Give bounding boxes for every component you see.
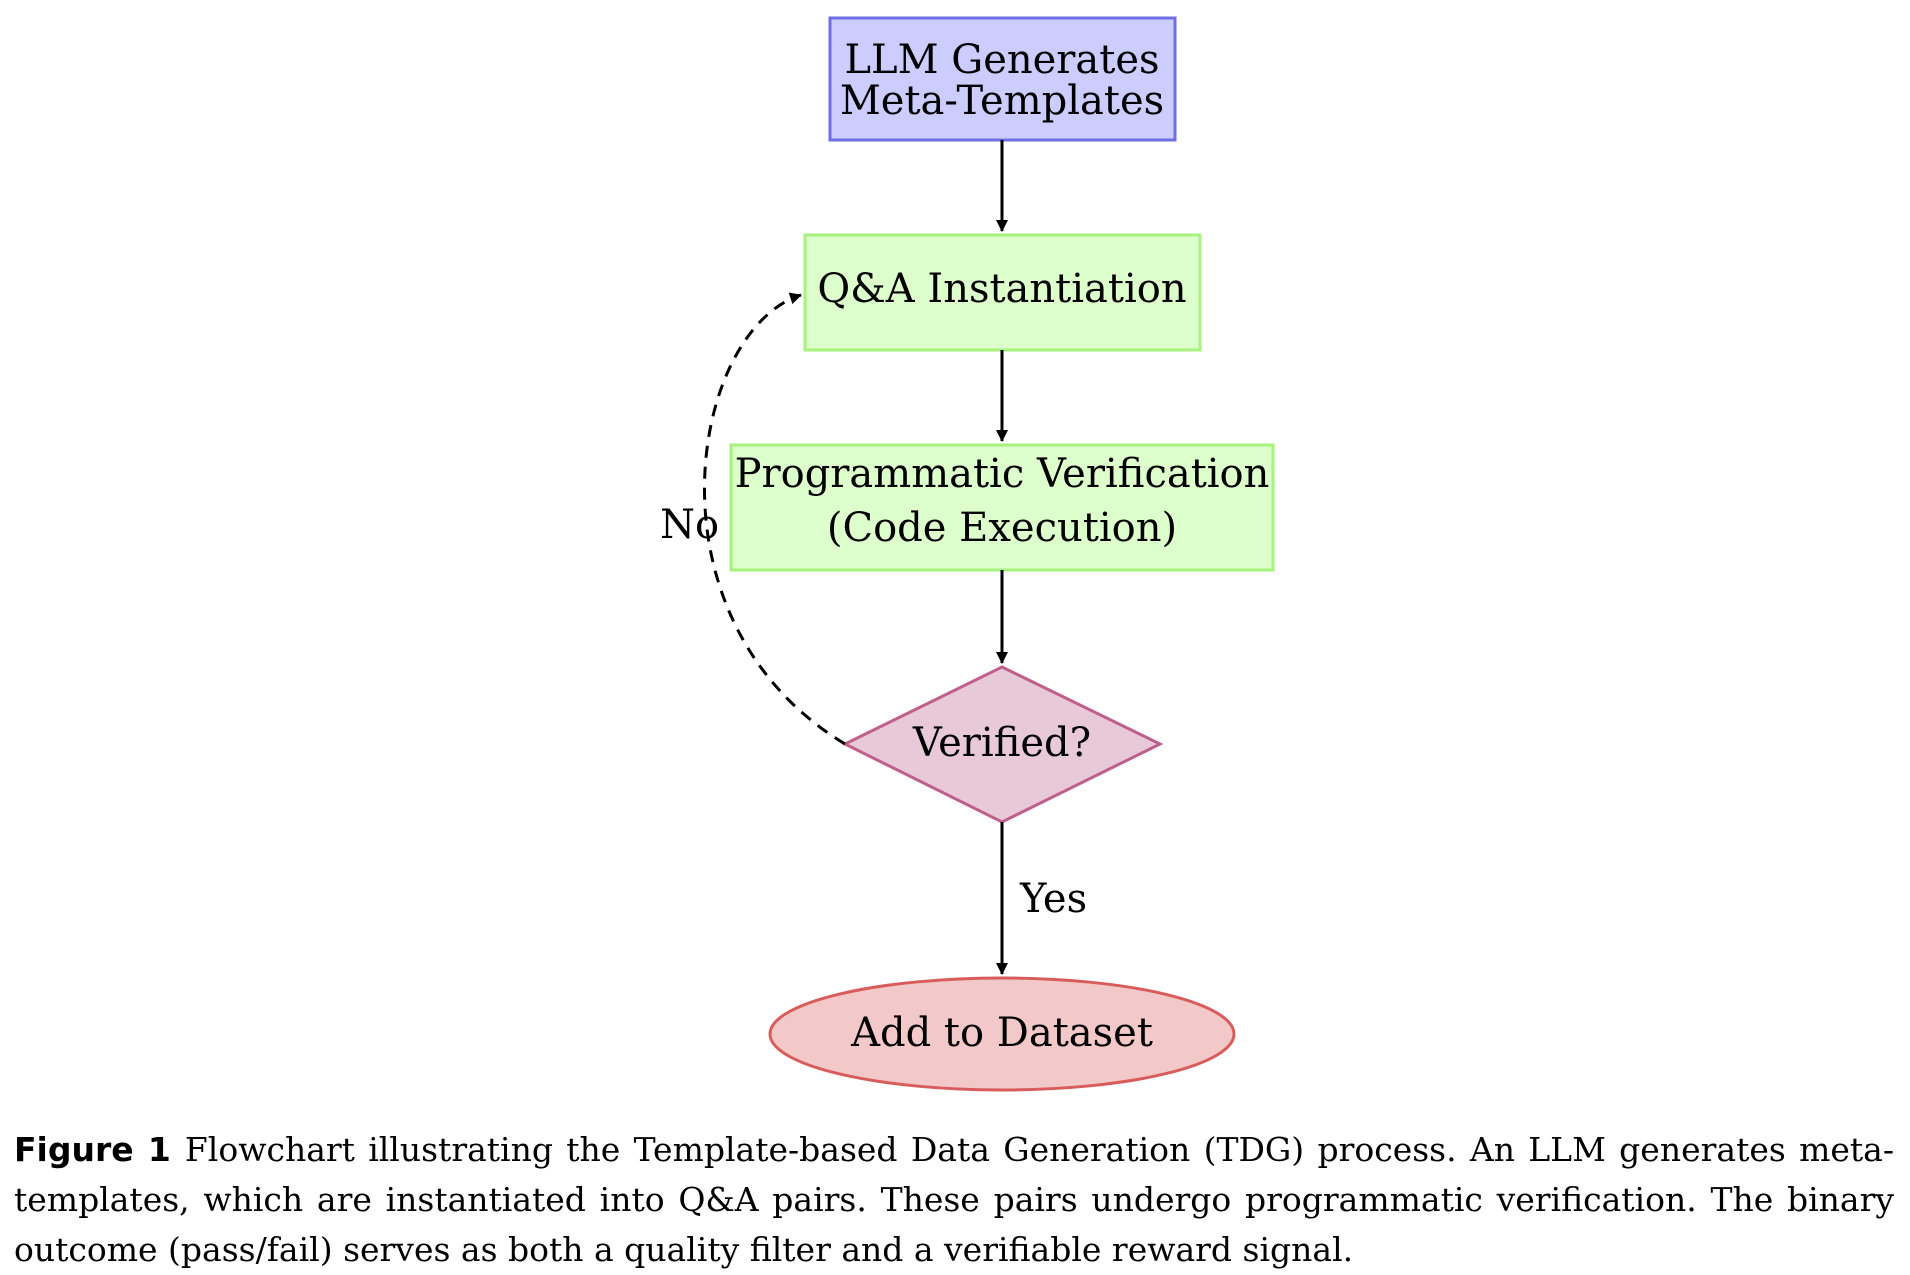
node-verify-line1: Programmatic Verification <box>735 451 1270 497</box>
node-llm-generates: LLM Generates Meta-Templates <box>828 16 1177 142</box>
node-add-to-dataset: Add to Dataset <box>768 976 1236 1092</box>
caption-text: Flowchart illustrating the Template-base… <box>14 1130 1894 1269</box>
node-qa-box <box>803 233 1202 352</box>
decision-label: Verified? <box>912 720 1091 766</box>
node-llm-line1: LLM Generates <box>844 37 1159 83</box>
node-verify-box <box>729 443 1275 572</box>
node-qa-label: Q&A Instantiation <box>817 266 1186 312</box>
flowchart-diagram: LLM Generates Meta-Templates Q&A Instant… <box>660 16 1275 1092</box>
edge-label-no: No <box>660 502 719 548</box>
edge-no-feedback-loop <box>703 292 846 746</box>
edge-label-yes: Yes <box>1019 876 1087 922</box>
dataset-ellipse <box>768 976 1236 1092</box>
node-llm-line2: Meta-Templates <box>840 78 1164 124</box>
node-verify-line2: (Code Execution) <box>827 505 1177 551</box>
dataset-label: Add to Dataset <box>850 1010 1153 1056</box>
node-programmatic-verification: Programmatic Verification (Code Executio… <box>729 443 1275 572</box>
node-qa-instantiation: Q&A Instantiation <box>803 233 1202 352</box>
caption-figure-label: Figure 1 <box>14 1130 171 1169</box>
node-verified-decision: Verified? <box>841 665 1164 824</box>
node-llm-box <box>828 16 1177 142</box>
